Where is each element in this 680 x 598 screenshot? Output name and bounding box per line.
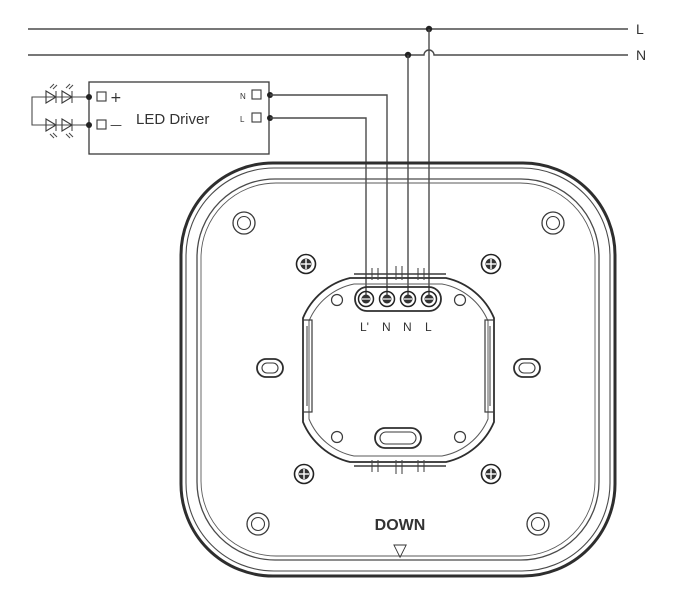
terminal-label-l-prime: L': [360, 320, 369, 334]
terminal-block: [354, 286, 442, 312]
module-hole: [330, 293, 344, 307]
side-slot: [513, 358, 541, 378]
central-module-inner: [308, 283, 489, 457]
plate-inner-edge-2: [200, 182, 596, 557]
terminal-screw-icon: [378, 290, 396, 308]
led-driver-title: LED Driver: [136, 111, 209, 128]
wire-driver-l: [270, 117, 367, 296]
terminal-label-l: L: [425, 320, 432, 334]
neutral-label: N: [636, 47, 646, 63]
down-label: DOWN: [375, 517, 426, 534]
wire-driver-n: [270, 94, 388, 296]
driver-out-terminal-minus: [96, 119, 107, 130]
screw-icon: [480, 253, 502, 275]
neutral-wire: [28, 49, 628, 56]
driver-in-terminal-l: [251, 112, 262, 123]
module-hole: [330, 430, 344, 444]
central-module: [302, 277, 495, 463]
screw-icon: [295, 253, 317, 275]
corner-hole: [541, 211, 565, 235]
side-slot: [256, 358, 284, 378]
side-clip-right: [484, 319, 495, 413]
terminal-screw-icon: [399, 290, 417, 308]
driver-out-minus: —: [110, 118, 122, 132]
terminal-label-n1: N: [382, 320, 391, 334]
screw-icon: [293, 463, 315, 485]
driver-in-l-label: L: [240, 115, 245, 124]
plate-inner-edge: [196, 178, 600, 561]
corner-hole: [526, 512, 550, 536]
bottom-latch: [354, 460, 446, 474]
led-loop-wire: [31, 96, 88, 126]
plate-outer-edge: [179, 161, 617, 578]
device-plate: L' N N L DOWN ▽: [179, 161, 617, 578]
bottom-slot: [374, 427, 422, 449]
side-clip-left: [302, 319, 313, 413]
terminal-screw-icon: [420, 290, 438, 308]
driver-out-dot-plus: [86, 94, 92, 100]
terminal-screw-icon: [357, 290, 375, 308]
module-hole: [453, 293, 467, 307]
driver-in-n-label: N: [240, 92, 246, 101]
corner-hole: [232, 211, 256, 235]
top-latch: [354, 266, 446, 280]
led-icon: [45, 118, 58, 139]
driver-out-plus: +: [110, 90, 122, 106]
mains-lines: L N: [28, 21, 646, 63]
led-string: [31, 83, 88, 139]
module-hole: [453, 430, 467, 444]
corner-hole: [246, 512, 270, 536]
driver-out-terminal-plus: [96, 91, 107, 102]
led-driver: LED Driver + — N L: [86, 81, 273, 155]
led-icon: [45, 83, 58, 104]
led-icon: [61, 118, 74, 139]
down-arrow-icon: ▽: [393, 540, 407, 561]
screw-icon: [480, 463, 502, 485]
plate-outer-edge-inner: [185, 167, 611, 572]
driver-out-dot-minus: [86, 122, 92, 128]
led-icon: [61, 83, 74, 104]
line-label: L: [636, 21, 644, 37]
terminal-label-n2: N: [403, 320, 412, 334]
driver-in-terminal-n: [251, 89, 262, 100]
